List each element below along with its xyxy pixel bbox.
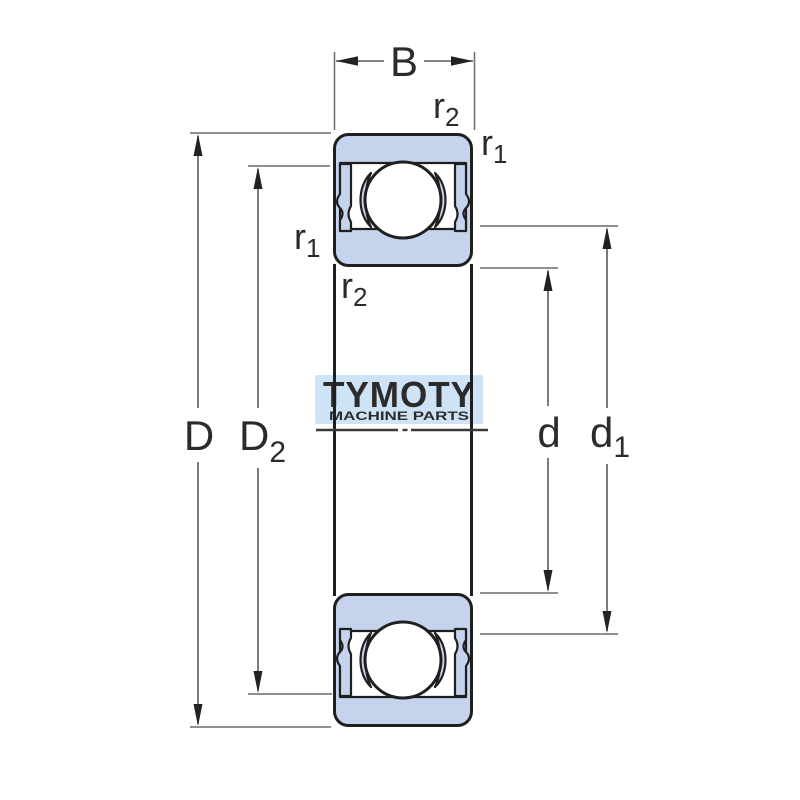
dimension-label-d1: d1	[590, 409, 630, 464]
watermark-title: TYMOTY	[323, 374, 475, 415]
fillet-label-r2-left: r2	[341, 265, 367, 312]
ball	[363, 160, 443, 240]
arrow-left-icon	[336, 56, 358, 66]
arrow-down-icon	[543, 570, 553, 592]
dimension-d: d	[480, 267, 561, 594]
dimension-d1: d1	[480, 225, 630, 635]
arrow-down-icon	[193, 704, 203, 726]
fillet-label-r2-top: r2	[433, 85, 459, 132]
fillet-label-r1-top-right: r1	[481, 122, 507, 169]
bearing-top-section	[333, 133, 473, 267]
dimension-label-D2: D2	[239, 412, 286, 469]
seal-left	[335, 162, 353, 233]
dimension-label-d: d	[537, 409, 560, 456]
bearing-cross-section	[316, 133, 488, 726]
dimension-D2: D2	[239, 165, 332, 695]
arrow-up-icon	[602, 227, 612, 249]
watermark-subtitle: MACHINE PARTS	[329, 409, 469, 423]
dimension-D: D	[184, 132, 331, 728]
bearing-bottom-section	[335, 595, 472, 726]
dimension-B: B	[333, 38, 476, 130]
watermark-band	[315, 375, 483, 424]
arrow-up-icon	[193, 134, 203, 156]
fillet-label-r1-left: r1	[294, 216, 320, 263]
watermark: TYMOTY MACHINE PARTS	[315, 374, 483, 424]
arrow-up-icon	[543, 269, 553, 291]
arrow-right-icon	[451, 56, 473, 66]
dimension-label-B: B	[390, 38, 418, 85]
fillet-labels: r2 r1 r1 r2	[294, 85, 507, 312]
seal-right	[453, 162, 471, 233]
arrow-down-icon	[253, 671, 263, 693]
dimension-label-D: D	[184, 412, 214, 459]
arrow-down-icon	[602, 611, 612, 633]
arrow-up-icon	[253, 167, 263, 189]
